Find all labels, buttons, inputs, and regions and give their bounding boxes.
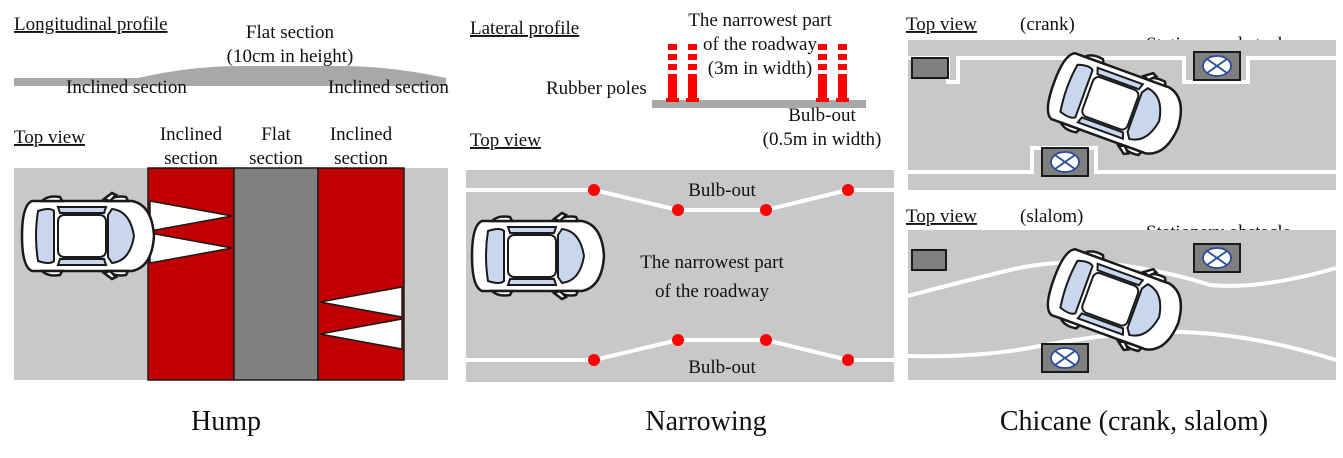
bulb-out-profile-label-a: Bulb-out [788, 105, 856, 126]
rubber-pole-icon [816, 44, 829, 102]
inclined-section-right-label: Inclined section [328, 77, 449, 98]
crank-label: (crank) [1020, 14, 1075, 35]
crank-top-view-title: Top view [906, 14, 977, 35]
chicane-panel: Top view (crank) Stationary obstacle Top… [906, 14, 1337, 437]
bulb-out-bottom-label: Bulb-out [688, 357, 756, 378]
pole-dot-icon [672, 334, 684, 346]
stationary-obstacle-icon [1041, 343, 1089, 373]
rubber-pole-icon [836, 44, 849, 102]
pole-dot-icon [672, 204, 684, 216]
hump-panel: Longitudinal profile Flat section (10cm … [14, 14, 449, 437]
hump-inclined-band-1 [147, 167, 235, 381]
hump-col-flat-a: Flat [261, 124, 291, 145]
inclined-section-left-label: Inclined section [66, 77, 187, 98]
stationary-obstacle-icon [1193, 51, 1241, 81]
pole-dot-icon [842, 354, 854, 366]
hump-inclined-band-2 [317, 167, 405, 381]
hump-col-inclined-1a: Inclined [160, 124, 223, 145]
slalom-label: (slalom) [1020, 206, 1083, 227]
pole-dot-icon [760, 334, 772, 346]
narrowest-profile-label-a: The narrowest part [688, 10, 832, 31]
lateral-profile-ground [652, 100, 866, 108]
hump-top-view-title: Top view [14, 127, 85, 148]
hump-caption: Hump [191, 406, 261, 437]
hump-col-inclined-2b: section [334, 148, 388, 169]
bulb-out-top-label: Bulb-out [688, 180, 756, 201]
lateral-profile-title: Lateral profile [470, 18, 579, 39]
hump-profile [14, 66, 446, 86]
narrowing-top-view-title: Top view [470, 130, 541, 151]
obstacle-block [911, 249, 947, 271]
car-icon [470, 211, 606, 301]
hump-flat-band [233, 167, 319, 381]
incline-marker-triangle [319, 286, 403, 318]
narrowest-profile-label-c: (3m in width) [708, 58, 813, 79]
hump-col-inclined-2a: Inclined [330, 124, 393, 145]
car-icon [20, 191, 156, 281]
narrowing-curb-bottom [466, 338, 894, 362]
rubber-pole-icon [666, 44, 679, 102]
chicane-caption: Chicane (crank, slalom) [1000, 406, 1268, 437]
narrowest-center-label-b: of the roadway [655, 281, 769, 302]
hump-col-flat-b: section [249, 148, 303, 169]
narrowing-curb-top [466, 188, 894, 212]
stationary-obstacle-icon [1193, 243, 1241, 273]
narrowest-center-label-a: The narrowest part [640, 252, 784, 273]
bulb-out-profile-label-b: (0.5m in width) [763, 129, 882, 150]
pole-dot-icon [842, 184, 854, 196]
slalom-top-view-title: Top view [906, 206, 977, 227]
longitudinal-profile-title: Longitudinal profile [14, 14, 168, 35]
incline-marker-triangle [319, 318, 403, 350]
pole-dot-icon [588, 354, 600, 366]
pole-dot-icon [588, 184, 600, 196]
rubber-pole-icon [686, 44, 699, 102]
obstacle-block [911, 57, 949, 79]
flat-section-label: Flat section [246, 22, 335, 43]
flat-height-label: (10cm in height) [227, 46, 354, 67]
rubber-poles-label: Rubber poles [546, 78, 647, 99]
pole-dot-icon [760, 204, 772, 216]
narrowest-profile-label-b: of the roadway [703, 34, 817, 55]
narrowing-caption: Narrowing [645, 406, 766, 437]
hump-col-inclined-1b: section [164, 148, 218, 169]
stationary-obstacle-icon [1041, 147, 1089, 177]
narrowing-panel: Lateral profile The narrowest part of th… [466, 10, 894, 437]
